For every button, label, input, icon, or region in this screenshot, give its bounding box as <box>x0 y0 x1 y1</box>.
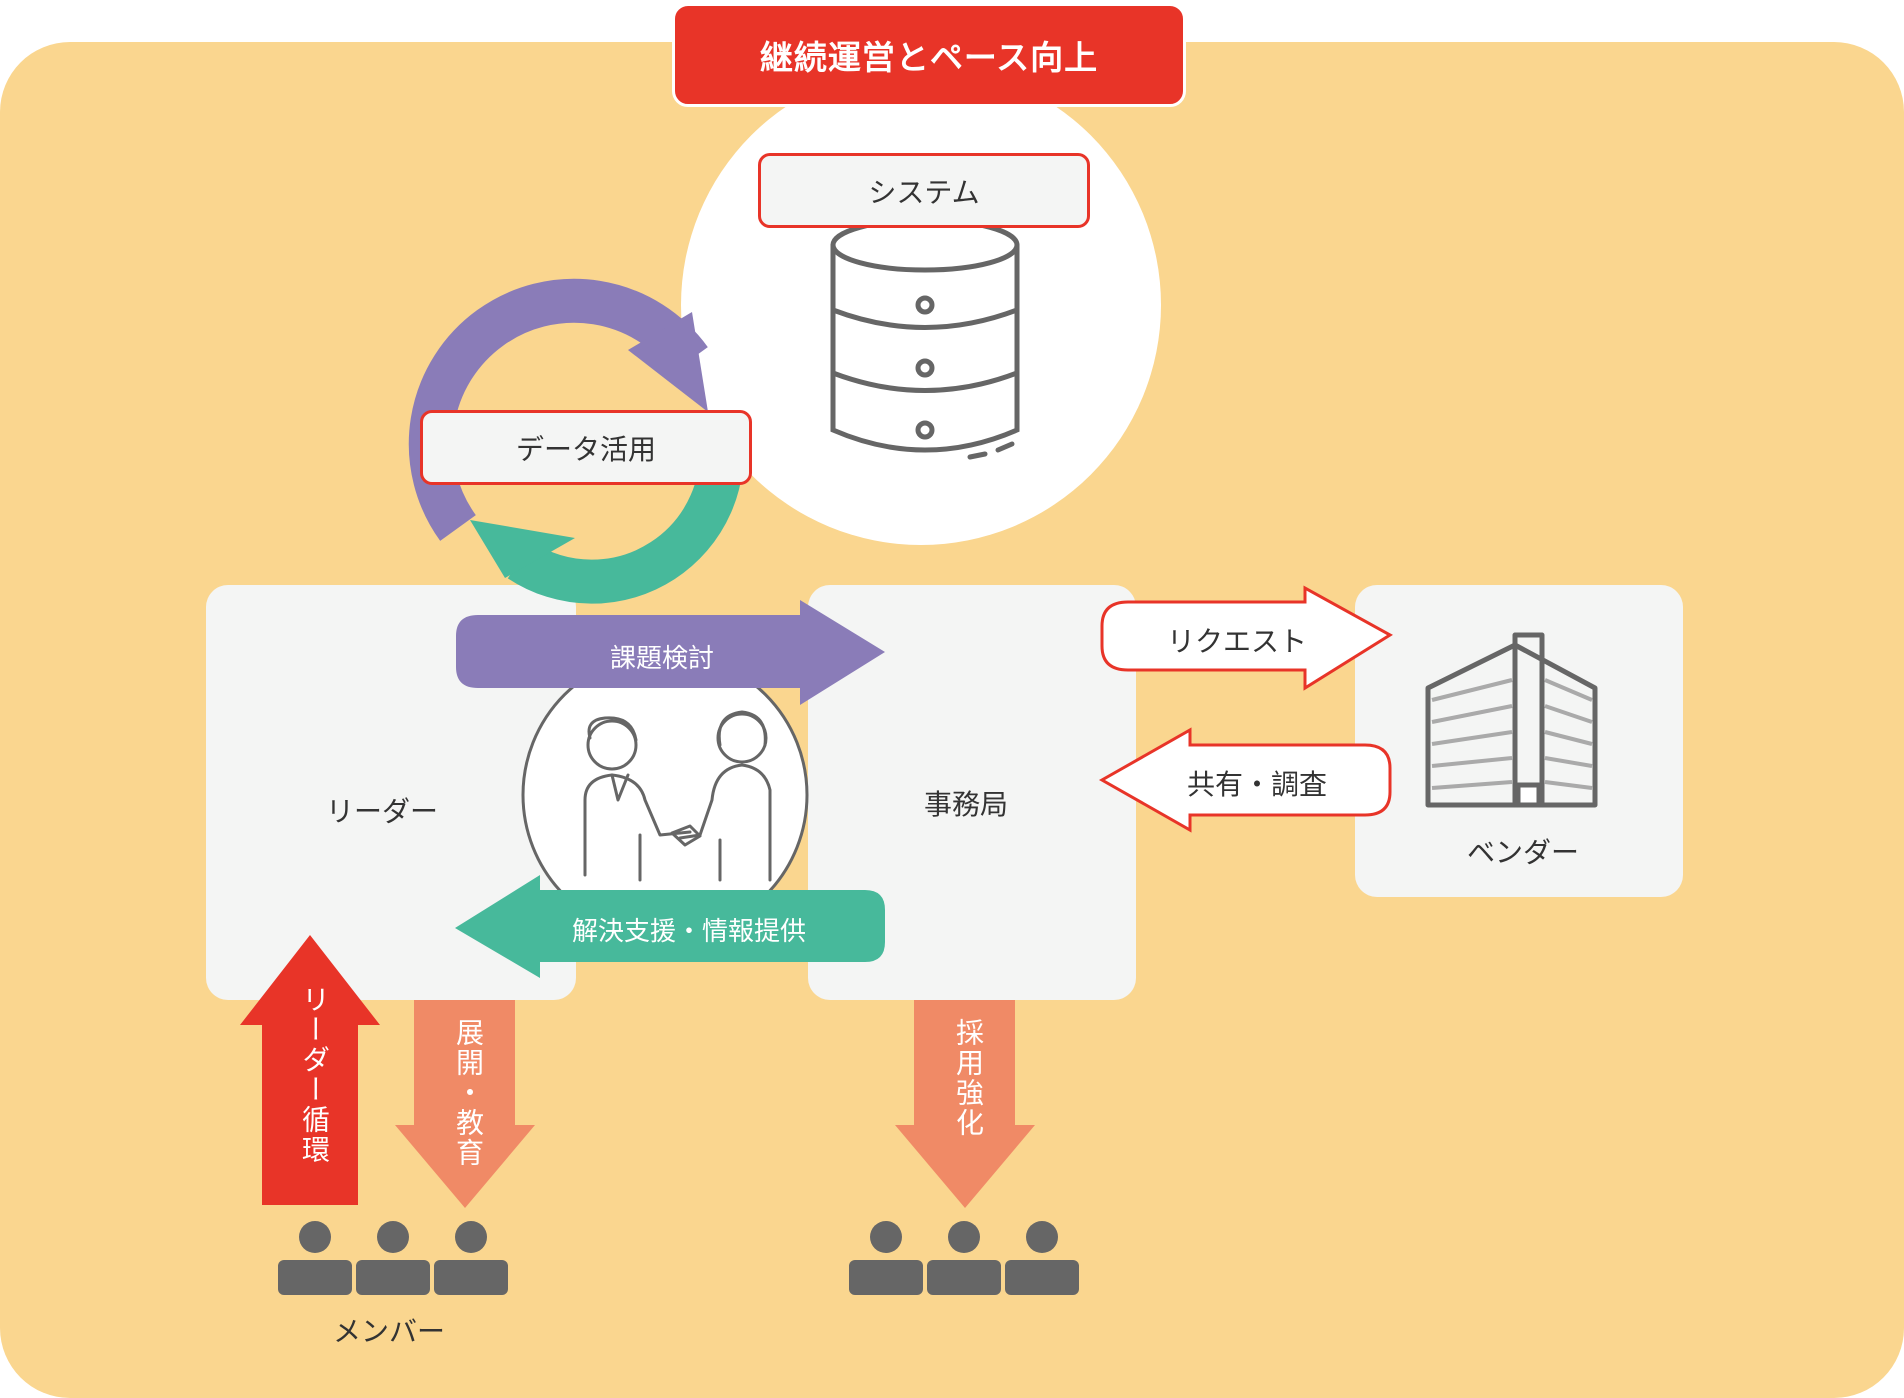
system-circle <box>681 65 1161 545</box>
request-label: リクエスト <box>1167 625 1308 658</box>
database-icon <box>830 217 1020 460</box>
share-research-label: 共有・調査 <box>1187 768 1328 801</box>
title-banner: 継続運営とペース向上 <box>672 3 1186 107</box>
office-label: 事務局 <box>924 788 1009 821</box>
system-label: システム <box>758 153 1090 228</box>
share-research-arrow <box>1098 727 1392 833</box>
recruit-strength-label: 採用強化 <box>952 1018 985 1138</box>
leader-cycle-arrow <box>240 935 380 1205</box>
issue-review-arrow <box>456 600 885 705</box>
deploy-education-arrow <box>395 1000 535 1208</box>
recruit-strength-arrow <box>895 1000 1035 1208</box>
members-label: メンバー <box>333 1315 446 1348</box>
vendor-label: ベンダー <box>1467 836 1580 869</box>
request-arrow <box>1100 585 1393 691</box>
leader-label: リーダー <box>326 795 439 828</box>
leader-cycle-label: リーダー循環 <box>298 985 331 1165</box>
data-use-label: データ活用 <box>420 410 752 485</box>
support-info-label: 解決支援・情報提供 <box>572 917 807 947</box>
member-group-right-icon <box>849 1221 1079 1295</box>
building-icon <box>1425 632 1598 808</box>
support-info-arrow <box>455 875 885 978</box>
deploy-education-label: 展開・教育 <box>452 1018 485 1168</box>
member-group-left-icon <box>278 1221 508 1295</box>
issue-review-label: 課題検討 <box>610 644 715 674</box>
